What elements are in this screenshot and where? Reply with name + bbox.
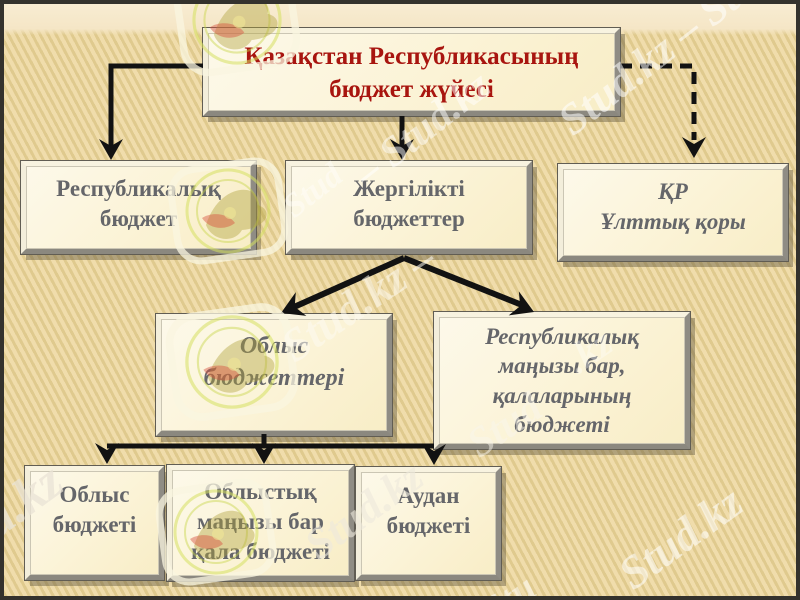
node-label-line: бюджеттері bbox=[203, 364, 345, 391]
node-label-line: Ұлттық қоры bbox=[600, 209, 746, 235]
node-label-line: қалаларының bbox=[492, 382, 632, 408]
watermark-text: Stud.kz bbox=[609, 475, 752, 600]
node-label-line: Аудан bbox=[397, 483, 460, 508]
arrow-local-to-oblys-budgets bbox=[292, 255, 406, 310]
node-label-line: Жергілікті bbox=[353, 176, 465, 201]
node-label-line: бюджеті bbox=[52, 512, 137, 538]
node-republican-budget: Республикалық бюджет bbox=[20, 160, 257, 255]
node-root-line: Қазақстан Республикасының bbox=[244, 43, 579, 70]
node-national-fund: ҚР Ұлттық қоры bbox=[557, 163, 789, 262]
node-root: Қазақстан Республикасының бюджет жүйесі bbox=[202, 27, 621, 117]
arrow-local-to-city-rep bbox=[402, 255, 524, 308]
node-label-line: қала бюджеті bbox=[191, 538, 330, 564]
node-local-budgets: Жергілікті бюджеттер bbox=[285, 160, 533, 255]
node-label-line: Республикалық bbox=[485, 324, 639, 349]
node-label-line: Облыс bbox=[59, 482, 130, 507]
node-label-line: Республикалық bbox=[56, 176, 221, 201]
arrow-root-to-fund-dashed bbox=[620, 63, 697, 140]
node-audan-budget: Аудан бюджеті bbox=[355, 466, 502, 581]
arrow-root-to-republican bbox=[108, 63, 203, 146]
node-label-line: Облыс bbox=[239, 333, 309, 359]
node-republic-significance-cities: Республикалық маңызы бар, қалаларының бю… bbox=[433, 311, 691, 450]
node-label-line: маңызы бар, bbox=[498, 353, 626, 379]
node-root-line: бюджет жүйесі bbox=[329, 76, 494, 103]
node-oblys-significance-city-budget: Облыстық маңызы бар қала бюджеті bbox=[166, 464, 355, 582]
node-label-line: бюджет bbox=[99, 206, 178, 232]
node-label-line: ҚР bbox=[658, 179, 688, 204]
node-oblys-budget: Облыс бюджеті bbox=[24, 465, 165, 581]
node-label-line: маңызы бар bbox=[197, 508, 324, 534]
node-oblys-budgets: Облыс бюджеттері bbox=[155, 313, 393, 437]
node-label-line: бюджеті bbox=[386, 513, 471, 539]
node-label-line: бюджеттер bbox=[353, 206, 465, 232]
node-label-line: бюджеті bbox=[514, 412, 610, 438]
node-label-line: Облыстық bbox=[204, 479, 317, 504]
